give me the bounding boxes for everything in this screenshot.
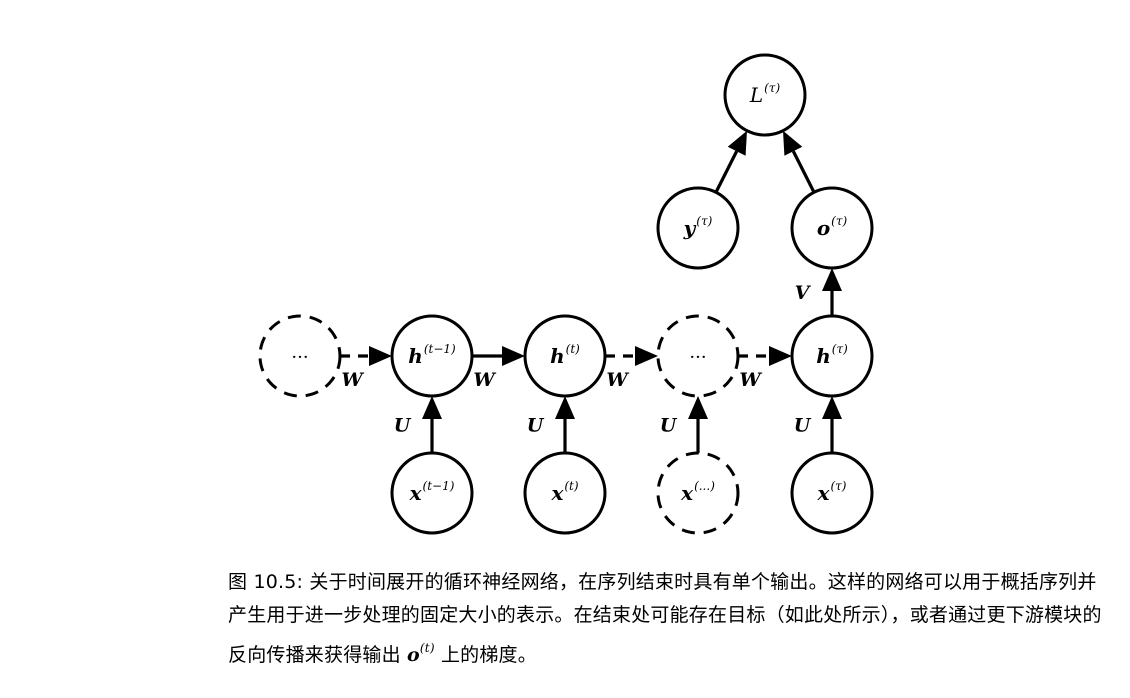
node-symbol: o <box>817 216 830 240</box>
caption-math-o: o <box>407 644 420 666</box>
edge-y-L <box>714 130 748 193</box>
edge-h4-o: V <box>795 268 842 316</box>
figure-caption: 图 10.5: 关于时间展开的循环神经网络，在序列结束时具有单个输出。这样的网络… <box>228 566 1108 672</box>
caption-text: 图 10.5: 关于时间展开的循环神经网络，在序列结束时具有单个输出。这样的网络… <box>228 571 1102 666</box>
node-x1: x(t−1) <box>390 451 474 535</box>
node-label: x(...) <box>680 479 715 505</box>
node-symbol: ··· <box>689 347 706 368</box>
node-h4: h(τ) <box>790 314 874 398</box>
node-superscript: (τ) <box>831 214 847 228</box>
node-label: o(τ) <box>817 214 848 240</box>
edge-label-W: W <box>739 369 762 391</box>
node-symbol: y <box>683 216 697 240</box>
node-symbol: h <box>408 344 423 368</box>
node-superscript: (τ) <box>696 214 712 228</box>
edge-label-V: V <box>795 282 812 304</box>
nodes-layer: L(τ)y(τ)o(τ)···h(t−1)h(t)···h(τ)x(t−1)x(… <box>258 53 874 535</box>
node-superscript: (t) <box>564 479 579 493</box>
node-h3: ··· <box>656 314 740 398</box>
node-symbol: x <box>680 481 694 505</box>
node-label: h(t−1) <box>408 342 456 368</box>
edge-h2-h3: W <box>605 346 658 391</box>
node-symbol: ··· <box>291 347 308 368</box>
edge-label-U: U <box>794 415 812 437</box>
node-circle <box>656 314 740 398</box>
node-circle <box>656 451 740 535</box>
node-superscript: (τ) <box>764 81 780 95</box>
edge-h1-h2: W <box>472 346 525 391</box>
node-y: y(τ) <box>656 186 740 270</box>
node-label: ··· <box>291 347 308 368</box>
node-h1: h(t−1) <box>390 314 474 398</box>
edge-label-W: W <box>606 369 629 391</box>
node-label: h(t) <box>550 342 580 368</box>
node-superscript: (τ) <box>832 342 848 356</box>
node-label: x(t) <box>550 479 578 505</box>
arrowhead-icon <box>822 396 842 419</box>
edge-o-L <box>782 130 816 193</box>
node-circle <box>523 451 607 535</box>
node-circle <box>258 314 342 398</box>
edge-label-W: W <box>341 369 364 391</box>
edge-label-W: W <box>473 369 496 391</box>
arrowhead-icon <box>727 130 748 156</box>
node-symbol: x <box>817 481 831 505</box>
node-L: L(τ) <box>723 53 807 137</box>
node-circle <box>790 451 874 535</box>
edge-h0-h1: W <box>340 346 392 391</box>
edge-label-U: U <box>527 415 545 437</box>
node-symbol: h <box>550 344 565 368</box>
node-symbol: x <box>409 481 423 505</box>
node-x2: x(t) <box>523 451 607 535</box>
node-circle <box>390 451 474 535</box>
node-symbol: h <box>816 344 831 368</box>
edge-x3-h3: U <box>660 396 708 453</box>
node-label: ··· <box>689 347 706 368</box>
node-superscript: (t−1) <box>423 479 455 493</box>
node-x3: x(...) <box>656 451 740 535</box>
arrowhead-icon <box>555 396 575 419</box>
arrowhead-icon <box>369 346 392 366</box>
edge-label-U: U <box>660 415 678 437</box>
arrowhead-icon <box>422 396 442 419</box>
node-circle <box>790 186 874 270</box>
node-symbol: x <box>550 481 564 505</box>
edge-line <box>791 150 816 193</box>
node-circle <box>790 314 874 398</box>
edge-x1-h1: U <box>394 396 442 453</box>
node-circle <box>390 314 474 398</box>
caption-text-end: 上的梯度。 <box>434 644 537 666</box>
edge-label-U: U <box>394 415 412 437</box>
node-superscript: (τ) <box>830 479 846 493</box>
arrowhead-icon <box>502 346 525 366</box>
node-superscript: (t) <box>566 342 581 356</box>
edge-h3-h4: W <box>738 346 792 391</box>
node-superscript: (t−1) <box>424 342 456 356</box>
arrowhead-icon <box>635 346 658 366</box>
node-circle <box>523 314 607 398</box>
node-circle <box>723 53 807 137</box>
node-circle <box>656 186 740 270</box>
arrowhead-icon <box>782 130 803 156</box>
node-label: h(τ) <box>816 342 848 368</box>
node-symbol: L <box>749 83 763 107</box>
edges-layer: V W W W W U U U U <box>340 130 842 453</box>
arrowhead-icon <box>769 346 792 366</box>
node-x4: x(τ) <box>790 451 874 535</box>
node-o: o(τ) <box>790 186 874 270</box>
caption-math-sup: (t) <box>419 641 435 655</box>
node-h0: ··· <box>258 314 342 398</box>
node-label: y(τ) <box>683 214 713 240</box>
node-h2: h(t) <box>523 314 607 398</box>
node-label: x(t−1) <box>409 479 455 505</box>
edge-x4-h4: U <box>794 396 842 453</box>
node-label: L(τ) <box>749 81 781 107</box>
node-label: x(τ) <box>817 479 847 505</box>
node-superscript: (...) <box>694 479 715 493</box>
edge-x2-h2: U <box>527 396 575 453</box>
edge-line <box>714 150 739 193</box>
arrowhead-icon <box>822 268 842 291</box>
arrowhead-icon <box>688 396 708 419</box>
